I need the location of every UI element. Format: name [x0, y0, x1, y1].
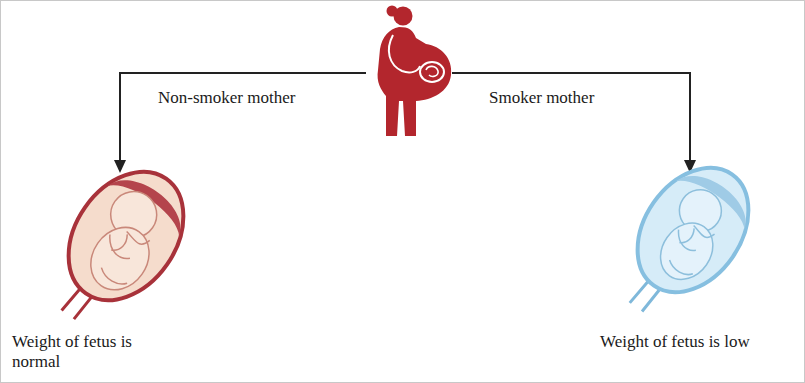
fetus-limbs: [89, 226, 150, 289]
mother-arm: [389, 35, 420, 72]
fetus-body: [650, 213, 724, 290]
mother-figure: [378, 6, 452, 137]
mother-hair-bun: [387, 6, 398, 17]
arrow-label: Non-smoker mother: [158, 88, 295, 108]
uterus: [45, 150, 207, 322]
arrow-head: [114, 160, 126, 173]
fetus-panel: Weight of fetus is low: [595, 155, 803, 381]
arrow-line: [120, 73, 366, 162]
belly-fetus: [426, 66, 438, 76]
outcome-text: Weight of fetus is low: [600, 332, 800, 352]
mother-body: [378, 27, 452, 136]
arrow-line: [452, 73, 690, 162]
fetus-body: [79, 216, 161, 301]
fetus-panel: Weight of fetus is normal: [8, 160, 208, 382]
arrow-label: Smoker mother: [489, 88, 594, 108]
belly-fetus-outline: [420, 62, 444, 82]
outcome-text: Weight of fetus is normal: [12, 332, 162, 372]
low-weight-fetus: [599, 147, 772, 336]
normal-fetus: [29, 150, 207, 345]
umbilical-cord: [125, 227, 150, 248]
umbilical-cord: [692, 221, 715, 240]
uterus: [615, 147, 772, 313]
fetus-limbs: [659, 221, 715, 279]
